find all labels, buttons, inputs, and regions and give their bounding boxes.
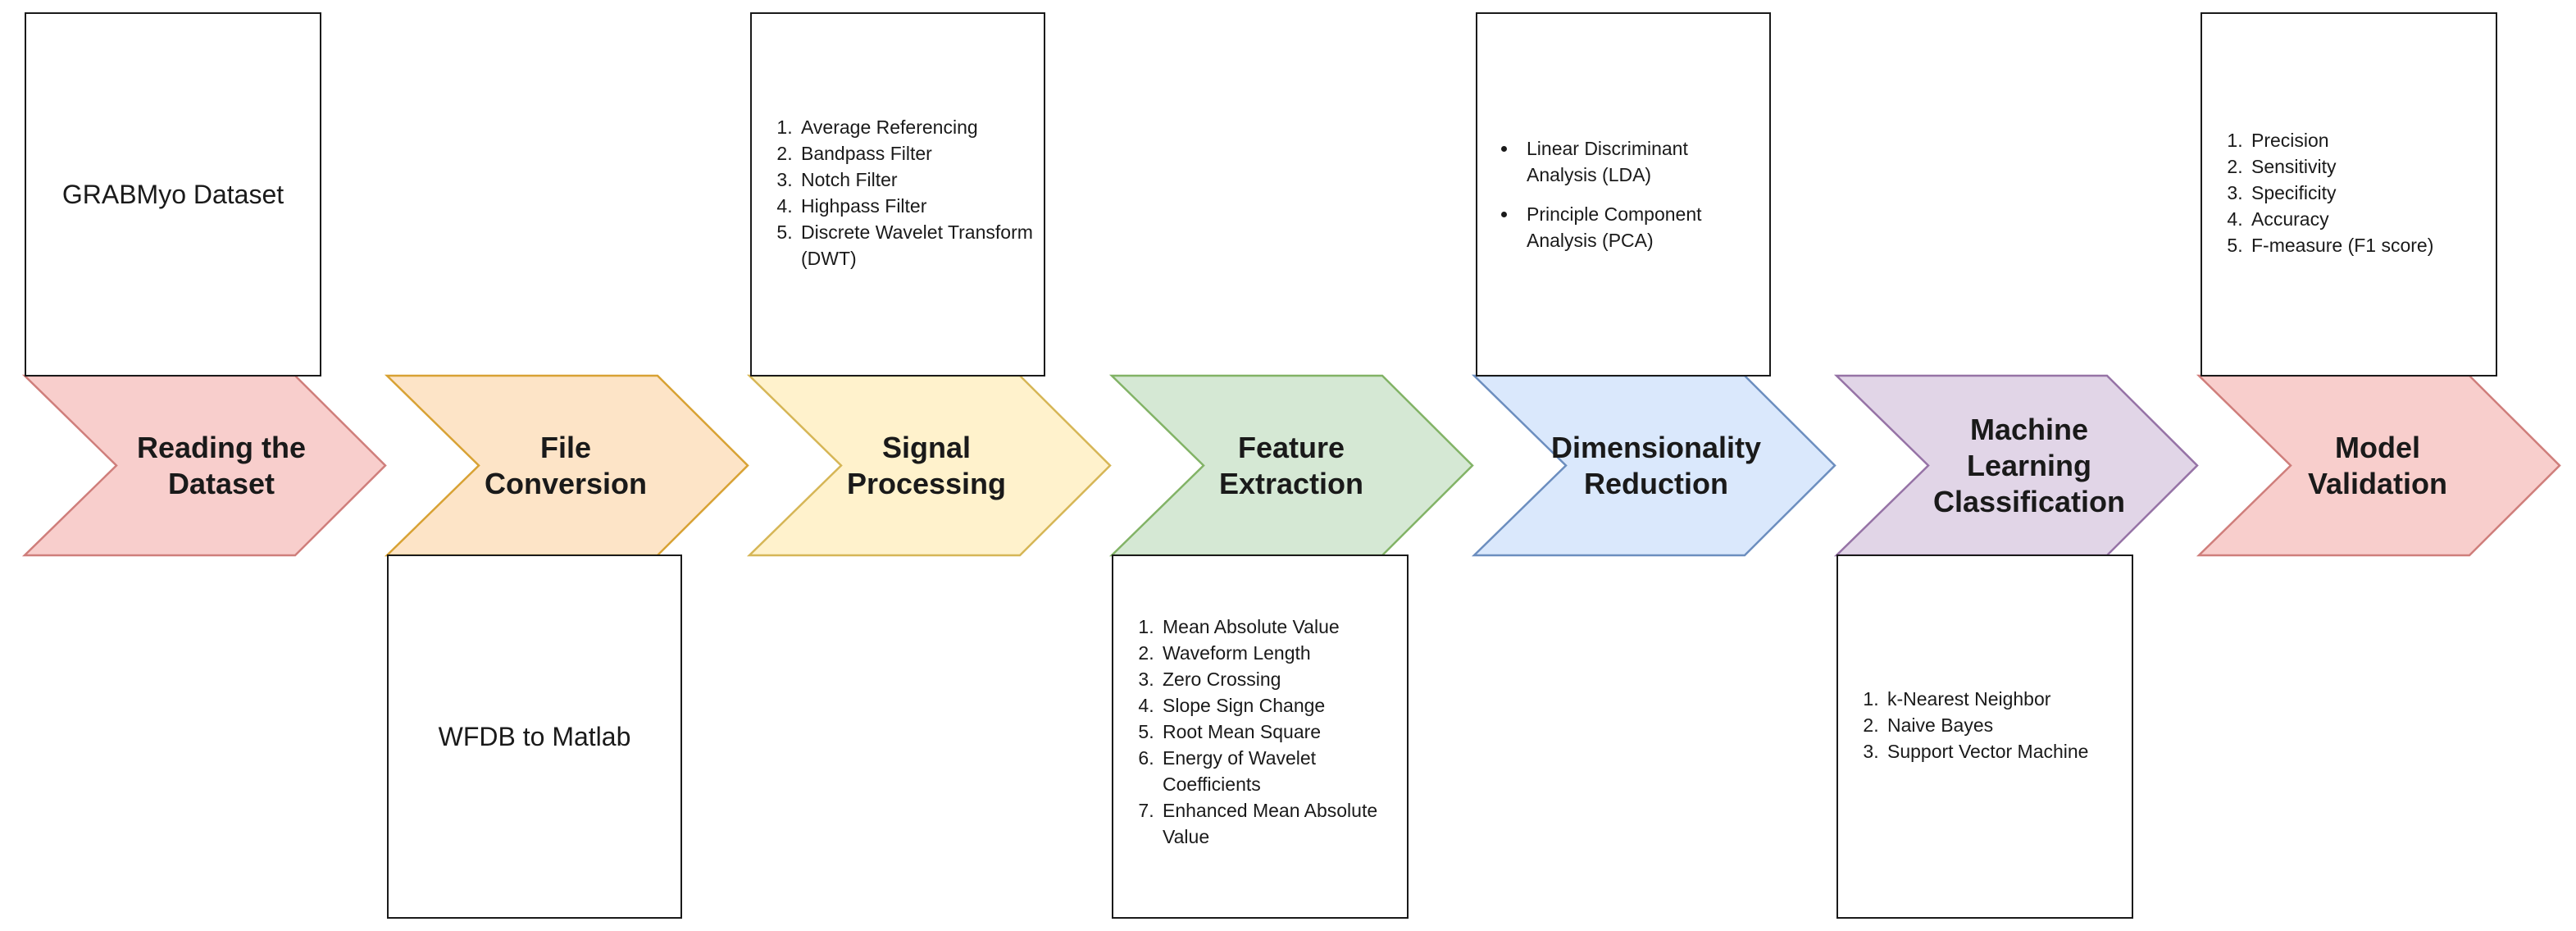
list-item: Accuracy [2248, 206, 2496, 232]
list-item: Discrete Wavelet Transform (DWT) [798, 219, 1044, 272]
stage-label-model-validation: Model Validation [2307, 431, 2448, 500]
list-item: Highpass Filter [798, 193, 1044, 219]
list-item: Bandpass Filter [798, 140, 1044, 167]
note-file-conversion: WFDB to Matlab [387, 554, 682, 919]
ml-classification-list: k-Nearest Neighbor Naive Bayes Support V… [1838, 686, 2132, 764]
list-item: Naive Bayes [1884, 712, 2132, 738]
note-ml-classification: k-Nearest Neighbor Naive Bayes Support V… [1836, 554, 2133, 919]
list-item: Zero Crossing [1159, 666, 1407, 692]
signal-processing-list: Average Referencing Bandpass Filter Notc… [752, 114, 1044, 272]
note-reading-the-dataset: GRABMyo Dataset [25, 12, 321, 377]
list-item: Slope Sign Change [1159, 692, 1407, 719]
list-item: Root Mean Square [1159, 719, 1407, 745]
list-item: k-Nearest Neighbor [1884, 686, 2132, 712]
note-signal-processing: Average Referencing Bandpass Filter Notc… [750, 12, 1045, 377]
list-item: Specificity [2248, 180, 2496, 206]
list-item: Enhanced Mean Absolute Value [1159, 797, 1407, 850]
note-feature-extraction: Mean Absolute Value Waveform Length Zero… [1112, 554, 1409, 919]
list-item: Precision [2248, 127, 2496, 153]
list-item: Average Referencing [798, 114, 1044, 140]
note-conversion-text: WFDB to Matlab [438, 721, 631, 751]
feature-extraction-list: Mean Absolute Value Waveform Length Zero… [1113, 614, 1407, 850]
list-item: Mean Absolute Value [1159, 614, 1407, 640]
list-item: Notch Filter [798, 167, 1044, 193]
stage-label-ml-classification: Machine Learning Classification [1932, 413, 2126, 518]
stage-label-signal-processing: Signal Processing [846, 431, 1007, 500]
dimensionality-reduction-list: Linear Discriminant Analysis (LDA) Princ… [1477, 135, 1761, 253]
list-item: Principle Component Analysis (PCA) [1518, 201, 1761, 253]
model-validation-list: Precision Sensitivity Specificity Accura… [2202, 127, 2496, 258]
list-item: Energy of Wavelet Coefficients [1159, 745, 1407, 797]
list-item: Waveform Length [1159, 640, 1407, 666]
list-item: Sensitivity [2248, 153, 2496, 180]
stage-label-dimensionality-reduction: Dimensionality Reduction [1550, 431, 1762, 500]
list-item: Support Vector Machine [1884, 738, 2132, 764]
note-dimensionality-reduction: Linear Discriminant Analysis (LDA) Princ… [1476, 12, 1771, 377]
list-item: F-measure (F1 score) [2248, 232, 2496, 258]
stage-label-feature-extraction: Feature Extraction [1218, 431, 1364, 500]
stage-label-reading-the-dataset: Reading the Dataset [136, 431, 306, 500]
list-item: Linear Discriminant Analysis (LDA) [1518, 135, 1761, 188]
note-model-validation: Precision Sensitivity Specificity Accura… [2201, 12, 2497, 377]
stage-label-file-conversion: File Conversion [484, 431, 648, 500]
note-reading-text: GRABMyo Dataset [61, 179, 284, 209]
